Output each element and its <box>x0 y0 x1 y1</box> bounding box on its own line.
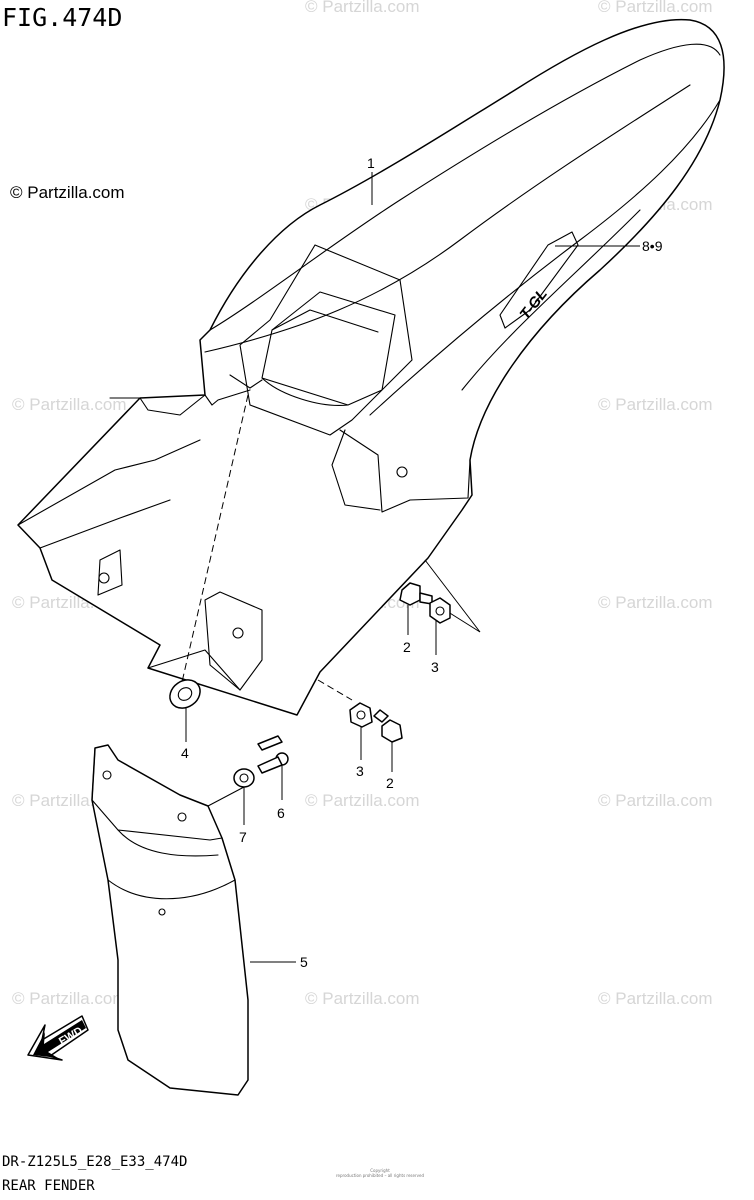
nut-part-3[interactable] <box>349 702 373 728</box>
forward-direction-arrow: FWD <box>27 1015 89 1061</box>
watermark: © Partzilla.com <box>305 791 420 810</box>
nut-part-3[interactable] <box>429 597 451 624</box>
copyright-line: reproduction prohibited – all rights res… <box>336 1173 424 1178</box>
copyright-line: Copyright <box>370 1168 390 1173</box>
copyright-notice: Copyright reproduction prohibited – all … <box>330 1168 430 1178</box>
mounting-guide-line <box>424 559 481 633</box>
callout-3: 3 <box>431 659 439 675</box>
bolt-part-2[interactable] <box>373 709 403 743</box>
callout-6: 6 <box>277 805 285 821</box>
callout-1: 1 <box>367 155 375 171</box>
section-name: REAR FENDER <box>2 1178 95 1194</box>
figure-title: FIG.474D <box>2 3 123 32</box>
callout-labels: 1 8•9 2 3 4 3 2 6 7 5 <box>181 155 663 970</box>
watermark: © Partzilla.com <box>12 989 127 1008</box>
screw-part-6[interactable] <box>257 735 289 774</box>
watermark: © Partzilla.com <box>598 791 713 810</box>
bolt-part-2[interactable] <box>399 582 433 606</box>
watermark: © Partzilla.com <box>598 593 713 612</box>
mounting-guide-line <box>181 394 249 683</box>
mounting-guide-line <box>317 679 353 701</box>
watermark: © Partzilla.com <box>598 395 713 414</box>
callout-2: 2 <box>403 639 411 655</box>
watermark: © Partzilla.com <box>598 989 713 1008</box>
callout-3: 3 <box>356 763 364 779</box>
mud-flap-part-5[interactable] <box>91 744 249 1096</box>
watermark: © Partzilla.com <box>12 395 127 414</box>
callout-8-9: 8•9 <box>642 238 663 254</box>
model-code: DR-Z125L5_E28_E33_474D <box>2 1154 188 1170</box>
washer-part-7[interactable] <box>233 768 255 788</box>
callout-5: 5 <box>300 954 308 970</box>
watermark: © Partzilla.com <box>305 0 420 16</box>
watermark: © Partzilla.com <box>305 989 420 1008</box>
callout-7: 7 <box>239 829 247 845</box>
callout-leaders <box>185 172 640 963</box>
rear-fender-part-1[interactable]: T-GL <box>17 18 725 716</box>
watermark: © Partzilla.com <box>598 0 713 16</box>
callout-4: 4 <box>181 745 189 761</box>
grommet-part-4[interactable] <box>164 674 205 714</box>
callout-2: 2 <box>386 775 394 791</box>
partzilla-brand: © Partzilla.com <box>10 183 125 202</box>
